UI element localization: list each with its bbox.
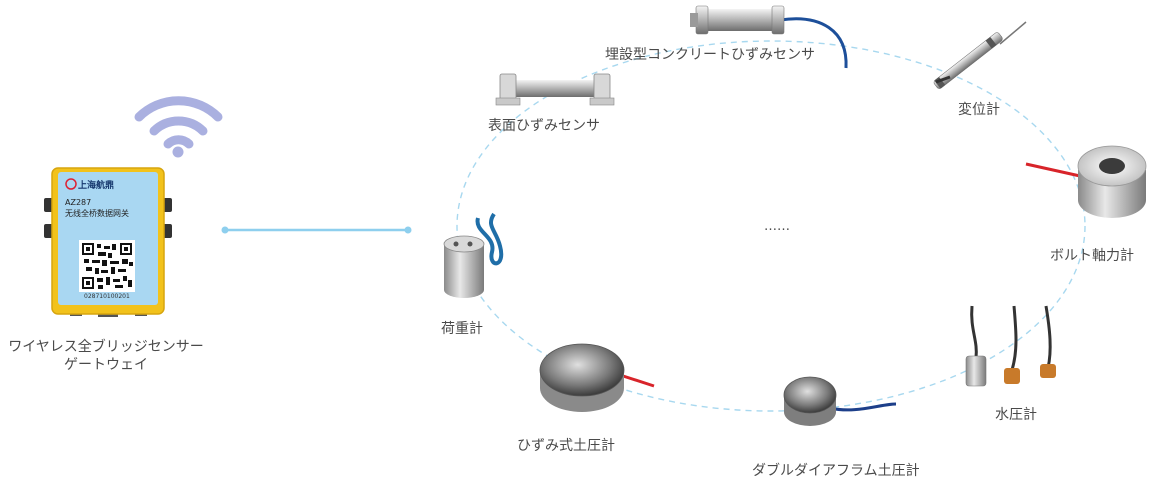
surface-strain-sensor-image [495,73,615,106]
embedded-concrete-strain-sensor-image [690,5,848,69]
wifi-icon [134,96,223,158]
orbit-ellipse [456,40,1086,412]
label-double-diaphragm-earth-pressure-cell: ダブルダイアフラム土圧計 [752,463,920,479]
gateway-label: ワイヤレス全ブリッジセンサー ゲートウェイ [2,338,210,374]
label-displacement-meter: 変位計 [958,102,1000,118]
displacement-meter-image [933,21,1027,89]
center-ellipsis: …… [764,219,790,234]
gateway-label-line2: ゲートウェイ [64,357,148,373]
double-diaphragm-earth-pressure-cell-image [783,376,897,426]
label-load-cell: 荷重計 [441,321,483,337]
gateway-device [44,167,172,317]
gateway-brand: 上海航鼎 [78,181,115,191]
strain-earth-pressure-cell-image [539,343,655,412]
gateway-serial: 028710100201 [84,293,130,300]
load-cell-image [443,212,504,298]
link-line [221,226,412,234]
label-embedded-concrete-strain-sensor: 埋設型コンクリートひずみセンサ [605,47,815,63]
label-bolt-axial-force-meter: ボルト軸力計 [1050,248,1134,264]
gateway-product-name: 无线全桥数据网关 [65,209,129,218]
bolt-axial-force-meter-image [1025,145,1147,218]
label-strain-earth-pressure-cell: ひずみ式土圧計 [517,438,615,454]
label-surface-strain-sensor: 表面ひずみセンサ [488,118,600,134]
label-water-pressure-gauge: 水圧計 [995,407,1037,423]
gateway-label-line1: ワイヤレス全ブリッジセンサー [8,339,204,355]
water-pressure-gauge-image [965,305,1056,387]
gateway-model: AZ287 [65,198,92,207]
